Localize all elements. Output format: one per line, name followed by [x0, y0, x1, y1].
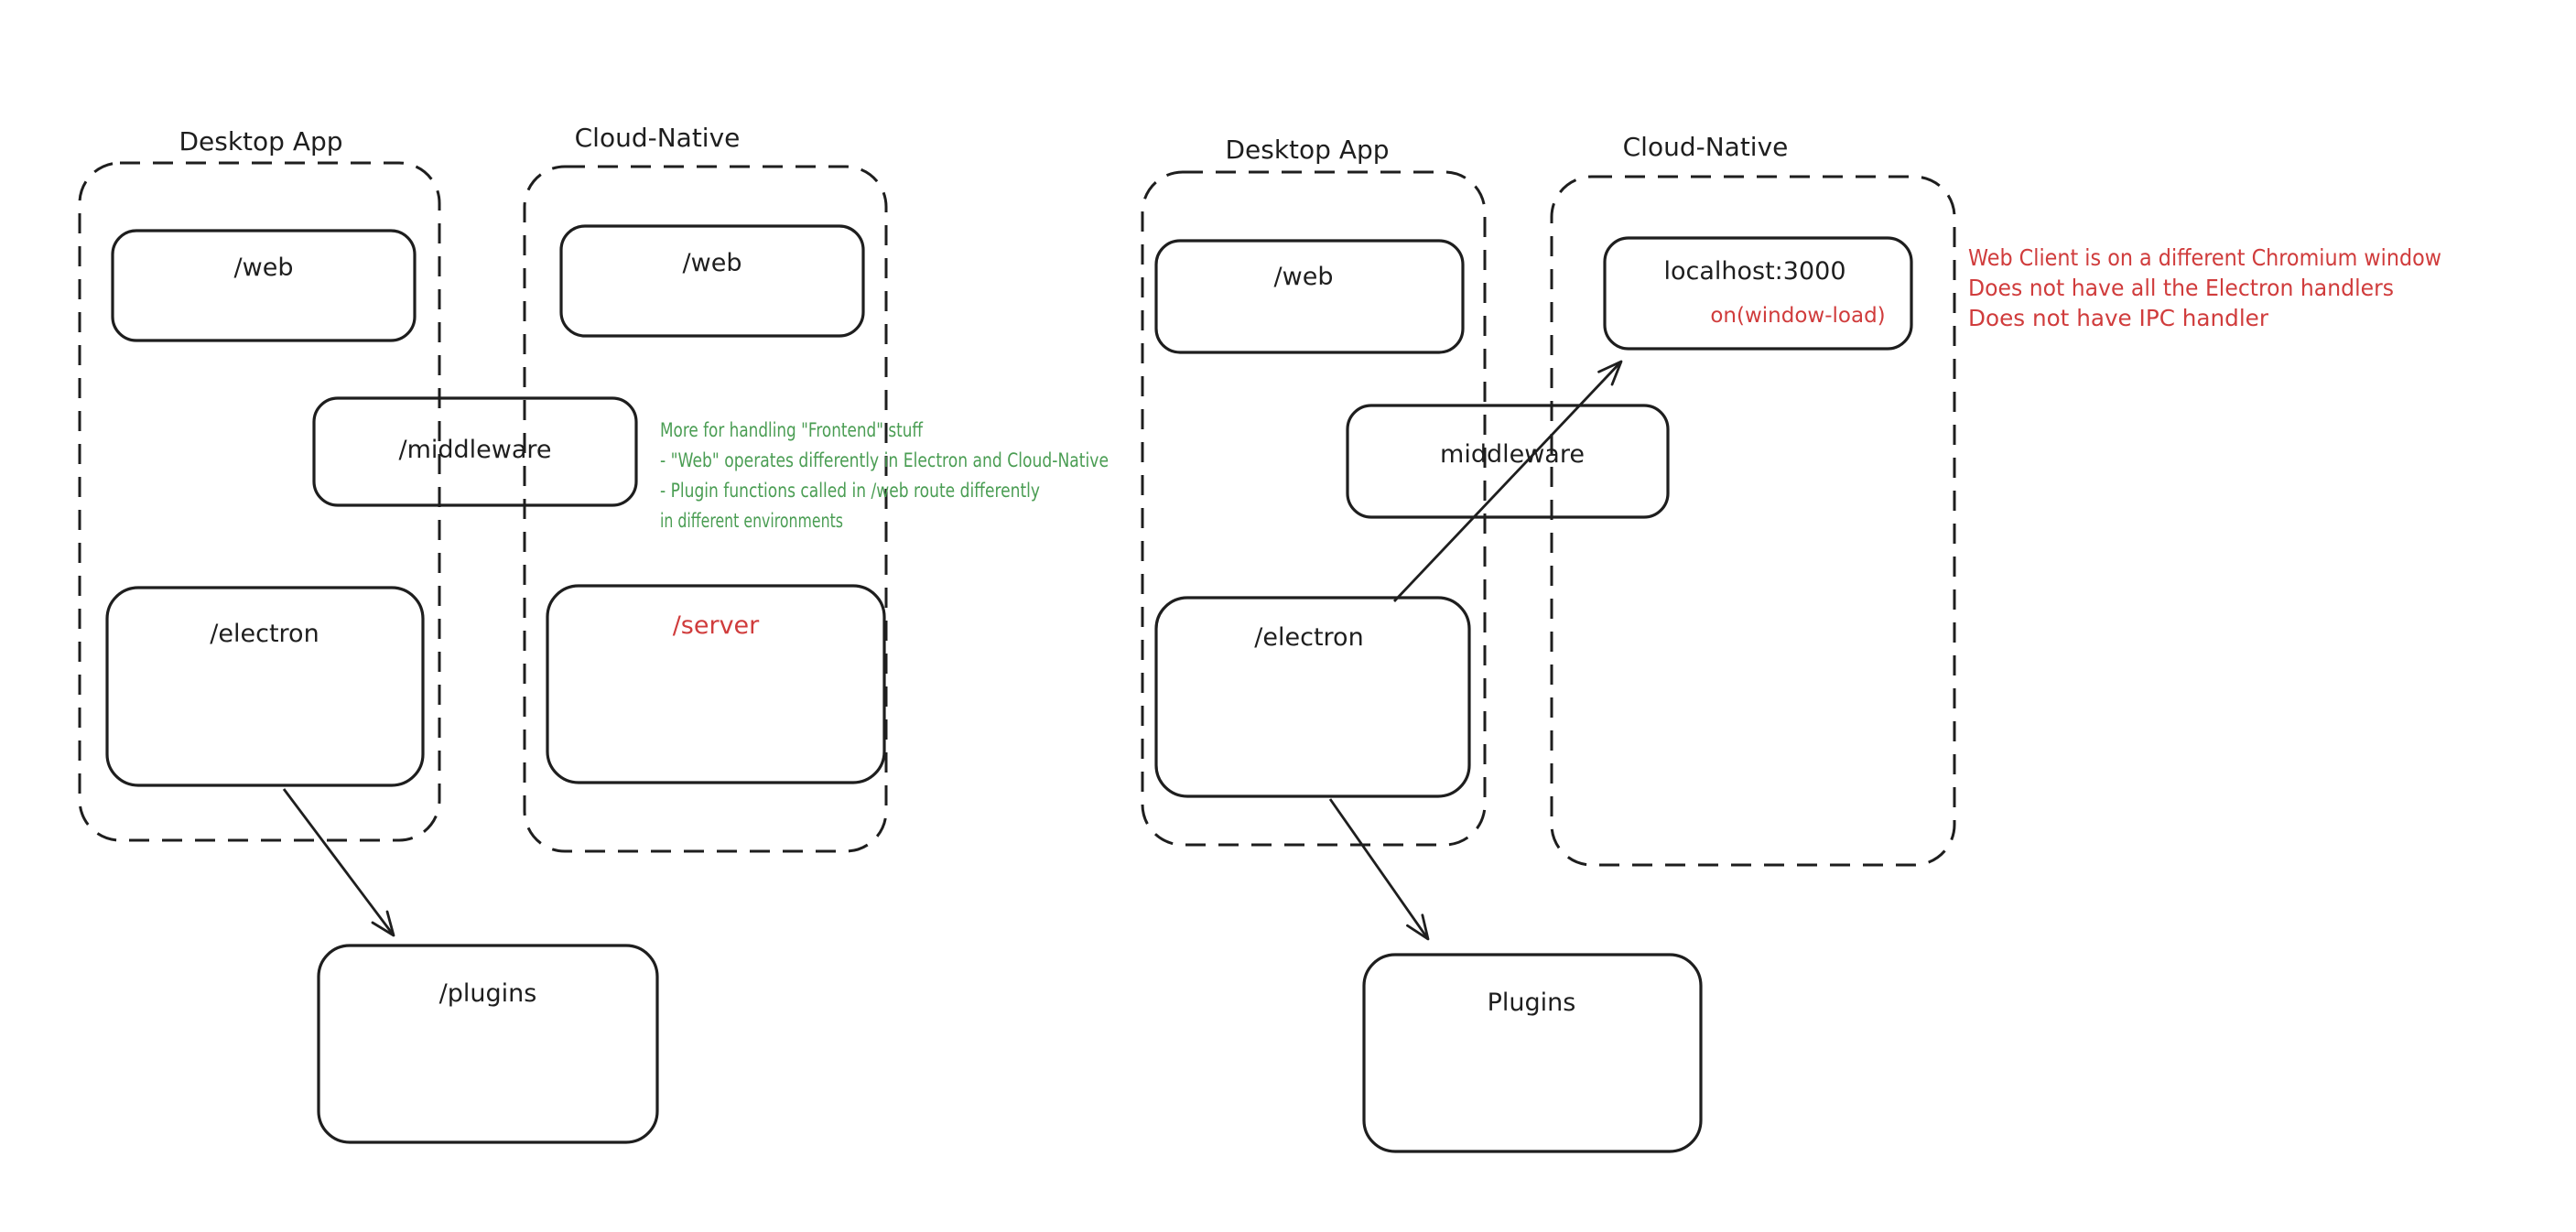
red-annotation-line-1: Web Client is on a different Chromium wi…: [1968, 244, 2441, 271]
right-window-load-label: on(window-load): [1710, 304, 1885, 328]
left-middleware-box: [312, 396, 638, 507]
right-arrow-electron-to-plugins: [1328, 798, 1430, 941]
right-plugins-box: [1362, 953, 1703, 1153]
left-cloud-container: [523, 165, 888, 853]
left-web-desktop-box: [111, 229, 417, 342]
right-arrow-electron-to-localhost: [1392, 360, 1623, 602]
red-annotation-line-2: Does not have all the Electron handlers: [1968, 275, 2394, 301]
right-web-box: [1154, 239, 1465, 354]
red-annotation-line-3: Does not have IPC handler: [1968, 305, 2269, 331]
left-plugins-label: /plugins: [439, 979, 537, 1008]
red-annotation: Web Client is on a different Chromium wi…: [1968, 244, 2441, 331]
right-plugins-label: Plugins: [1488, 989, 1576, 1017]
left-desktop-container-label: Desktop App: [179, 126, 342, 157]
right-localhost-box: [1603, 236, 1913, 351]
left-electron-box: [105, 586, 425, 787]
green-annotation-line-4: in different environments: [660, 510, 843, 532]
left-cloud-container-label: Cloud-Native: [575, 123, 741, 153]
left-desktop-container: [78, 161, 441, 842]
left-server-label: /server: [673, 611, 760, 640]
right-electron-box: [1154, 596, 1471, 798]
green-annotation-line-1: More for handling "Frontend" stuff: [660, 419, 923, 441]
left-web-cloud-label: /web: [683, 249, 742, 277]
right-localhost-label: localhost:3000: [1663, 257, 1845, 286]
right-middleware-box: [1346, 404, 1670, 519]
green-annotation-line-3: - Plugin functions called in /web route …: [660, 480, 1040, 502]
left-arrow-electron-to-plugins: [282, 788, 395, 937]
left-plugins-box: [317, 944, 659, 1144]
left-middleware-label: /middleware: [398, 436, 551, 464]
right-desktop-container-label: Desktop App: [1225, 135, 1389, 165]
green-annotation-line-2: - "Web" operates differently in Electron…: [660, 449, 1109, 471]
right-middleware-label: middleware: [1440, 440, 1585, 469]
right-web-label: /web: [1274, 263, 1334, 291]
left-server-box: [546, 584, 886, 784]
right-cloud-container-label: Cloud-Native: [1623, 132, 1789, 162]
right-diagram: Desktop App Cloud-Native /web localhost:…: [1141, 132, 2441, 1153]
right-desktop-container: [1141, 170, 1487, 847]
left-web-cloud-box: [559, 224, 865, 338]
green-annotation: More for handling "Frontend" stuff - "We…: [660, 419, 1109, 532]
left-web-desktop-label: /web: [234, 254, 294, 282]
left-diagram: Desktop App Cloud-Native /web /web /midd…: [78, 123, 1109, 1144]
left-electron-label: /electron: [210, 620, 319, 648]
right-electron-label: /electron: [1254, 623, 1363, 652]
